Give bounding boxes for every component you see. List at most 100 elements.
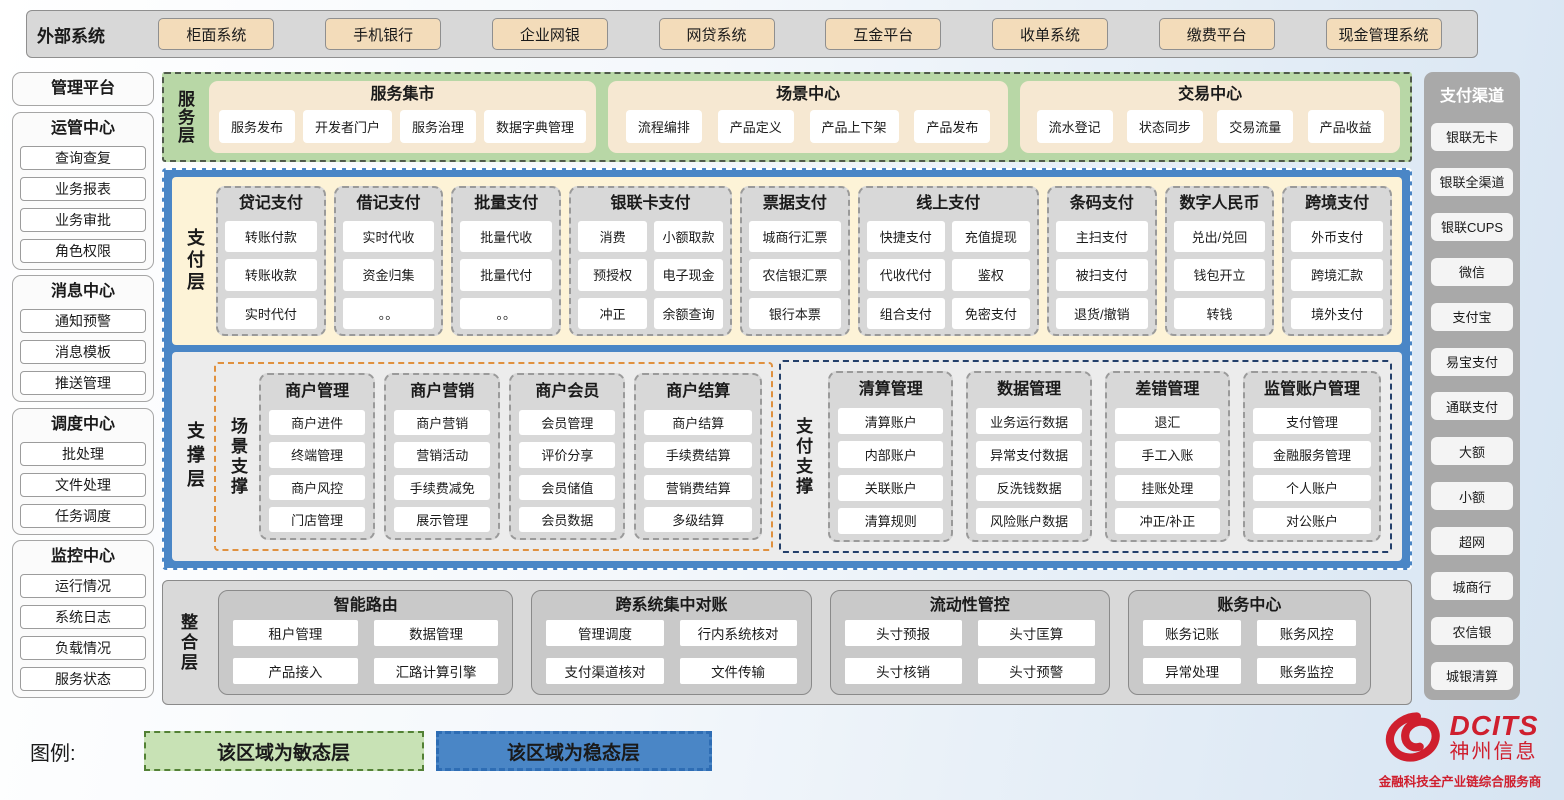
payment-channel-button[interactable]: 银联CUPS (1431, 212, 1513, 241)
payment-item-button[interactable]: 代收代付 (866, 259, 945, 291)
management-item-button[interactable]: 文件处理 (20, 472, 146, 497)
payment-item-button[interactable]: 余额查询 (654, 297, 723, 329)
support-item-button[interactable]: 商户进件 (269, 410, 366, 436)
payment-item-button[interactable]: 批量代收 (460, 221, 553, 253)
external-system-button[interactable]: 缴费平台 (1158, 18, 1275, 50)
integration-item-button[interactable]: 租户管理 (233, 620, 358, 647)
integration-item-button[interactable]: 文件传输 (679, 657, 797, 684)
support-item-button[interactable]: 展示管理 (394, 506, 491, 532)
payment-item-button[interactable]: 实时代收 (342, 221, 435, 253)
management-item-button[interactable]: 通知预警 (20, 309, 146, 333)
management-item-button[interactable]: 系统日志 (20, 605, 146, 629)
support-item-button[interactable]: 内部账户 (838, 441, 944, 468)
management-item-button[interactable]: 消息模板 (20, 340, 146, 364)
support-item-button[interactable]: 金融服务管理 (1253, 441, 1372, 468)
management-item-button[interactable]: 批处理 (20, 441, 146, 466)
support-item-button[interactable]: 会员数据 (519, 506, 616, 532)
management-item-button[interactable]: 业务审批 (20, 207, 146, 232)
integration-item-button[interactable]: 支付渠道核对 (546, 657, 664, 684)
service-item-button[interactable]: 数据字典管理 (484, 110, 587, 143)
payment-item-button[interactable]: 转账收款 (225, 259, 317, 291)
management-item-button[interactable]: 服务状态 (20, 667, 146, 691)
service-item-button[interactable]: 流程编排 (625, 110, 702, 143)
integration-item-button[interactable]: 账务风控 (1257, 620, 1356, 647)
integration-item-button[interactable]: 账务记账 (1142, 620, 1242, 647)
payment-item-button[interactable]: 批量代付 (460, 259, 553, 291)
integration-item-button[interactable]: 管理调度 (546, 620, 664, 647)
service-item-button[interactable]: 开发者门户 (303, 110, 393, 143)
support-item-button[interactable]: 手工入账 (1114, 441, 1221, 468)
support-item-button[interactable]: 会员储值 (519, 474, 616, 500)
integration-item-button[interactable]: 头寸预警 (977, 657, 1095, 684)
service-item-button[interactable]: 产品发布 (914, 110, 991, 143)
support-item-button[interactable]: 营销活动 (394, 442, 491, 468)
payment-item-button[interactable]: 。。 (460, 297, 553, 329)
external-system-button[interactable]: 现金管理系统 (1325, 18, 1442, 50)
external-system-button[interactable]: 互金平台 (825, 18, 942, 50)
service-item-button[interactable]: 交易流量 (1217, 110, 1294, 143)
payment-channel-button[interactable]: 小额 (1431, 482, 1513, 511)
payment-item-button[interactable]: 主扫支付 (1055, 221, 1148, 253)
integration-item-button[interactable]: 头寸核销 (844, 657, 962, 684)
support-item-button[interactable]: 手续费减免 (394, 474, 491, 500)
support-item-button[interactable]: 反洗钱数据 (976, 474, 1082, 501)
integration-item-button[interactable]: 汇路计算引擎 (373, 657, 499, 684)
integration-item-button[interactable]: 异常处理 (1142, 657, 1242, 684)
support-item-button[interactable]: 营销费结算 (644, 474, 753, 500)
payment-channel-button[interactable]: 城商行 (1431, 572, 1513, 601)
management-item-button[interactable]: 负载情况 (20, 636, 146, 660)
payment-item-button[interactable]: 组合支付 (866, 297, 945, 329)
payment-item-button[interactable]: 跨境汇款 (1291, 259, 1384, 291)
payment-channel-button[interactable]: 易宝支付 (1431, 347, 1513, 376)
service-item-button[interactable]: 产品收益 (1307, 110, 1384, 143)
payment-item-button[interactable]: 小额取款 (654, 221, 723, 253)
service-item-button[interactable]: 服务发布 (219, 110, 296, 143)
support-item-button[interactable]: 风险账户数据 (976, 507, 1082, 534)
payment-item-button[interactable]: 兑出/兑回 (1173, 221, 1266, 253)
service-item-button[interactable]: 产品定义 (717, 110, 794, 143)
payment-item-button[interactable]: 城商行汇票 (749, 221, 841, 253)
support-item-button[interactable]: 门店管理 (269, 506, 366, 532)
payment-item-button[interactable]: 免密支付 (951, 297, 1030, 329)
support-item-button[interactable]: 异常支付数据 (976, 441, 1082, 468)
payment-channel-button[interactable]: 超网 (1431, 527, 1513, 556)
payment-item-button[interactable]: 外币支付 (1291, 221, 1384, 253)
payment-item-button[interactable]: 转钱 (1173, 297, 1266, 329)
support-item-button[interactable]: 清算账户 (838, 408, 944, 435)
integration-item-button[interactable]: 产品接入 (233, 657, 358, 684)
external-system-button[interactable]: 手机银行 (325, 18, 442, 50)
payment-item-button[interactable]: 冲正 (578, 297, 648, 329)
payment-item-button[interactable]: 鉴权 (951, 259, 1030, 291)
payment-channel-button[interactable]: 通联支付 (1431, 392, 1513, 421)
service-item-button[interactable]: 服务治理 (400, 110, 477, 143)
external-system-button[interactable]: 网贷系统 (658, 18, 775, 50)
integration-item-button[interactable]: 头寸预报 (844, 620, 962, 647)
payment-item-button[interactable]: 。。 (342, 297, 435, 329)
payment-channel-button[interactable]: 农信银 (1431, 617, 1513, 646)
payment-item-button[interactable]: 转账付款 (225, 221, 317, 253)
payment-item-button[interactable]: 境外支付 (1291, 297, 1384, 329)
support-item-button[interactable]: 终端管理 (269, 442, 366, 468)
payment-item-button[interactable]: 被扫支付 (1055, 259, 1148, 291)
support-item-button[interactable]: 商户营销 (394, 410, 491, 436)
support-item-button[interactable]: 冲正/补正 (1114, 507, 1221, 534)
management-item-button[interactable]: 推送管理 (20, 371, 146, 395)
support-item-button[interactable]: 支付管理 (1253, 408, 1372, 435)
payment-item-button[interactable]: 银行本票 (749, 297, 841, 329)
support-item-button[interactable]: 商户结算 (644, 410, 753, 436)
management-item-button[interactable]: 任务调度 (20, 503, 146, 528)
support-item-button[interactable]: 挂账处理 (1114, 474, 1221, 501)
support-item-button[interactable]: 手续费结算 (644, 442, 753, 468)
integration-item-button[interactable]: 数据管理 (373, 620, 499, 647)
payment-item-button[interactable]: 实时代付 (225, 297, 317, 329)
service-item-button[interactable]: 流水登记 (1036, 110, 1113, 143)
payment-item-button[interactable]: 充值提现 (951, 221, 1030, 253)
external-system-button[interactable]: 企业网银 (491, 18, 608, 50)
payment-channel-button[interactable]: 城银清算 (1431, 661, 1513, 690)
support-item-button[interactable]: 关联账户 (838, 474, 944, 501)
support-item-button[interactable]: 会员管理 (519, 410, 616, 436)
payment-item-button[interactable]: 电子现金 (654, 259, 723, 291)
support-item-button[interactable]: 清算规则 (838, 507, 944, 534)
support-item-button[interactable]: 个人账户 (1253, 474, 1372, 501)
payment-item-button[interactable]: 资金归集 (342, 259, 435, 291)
